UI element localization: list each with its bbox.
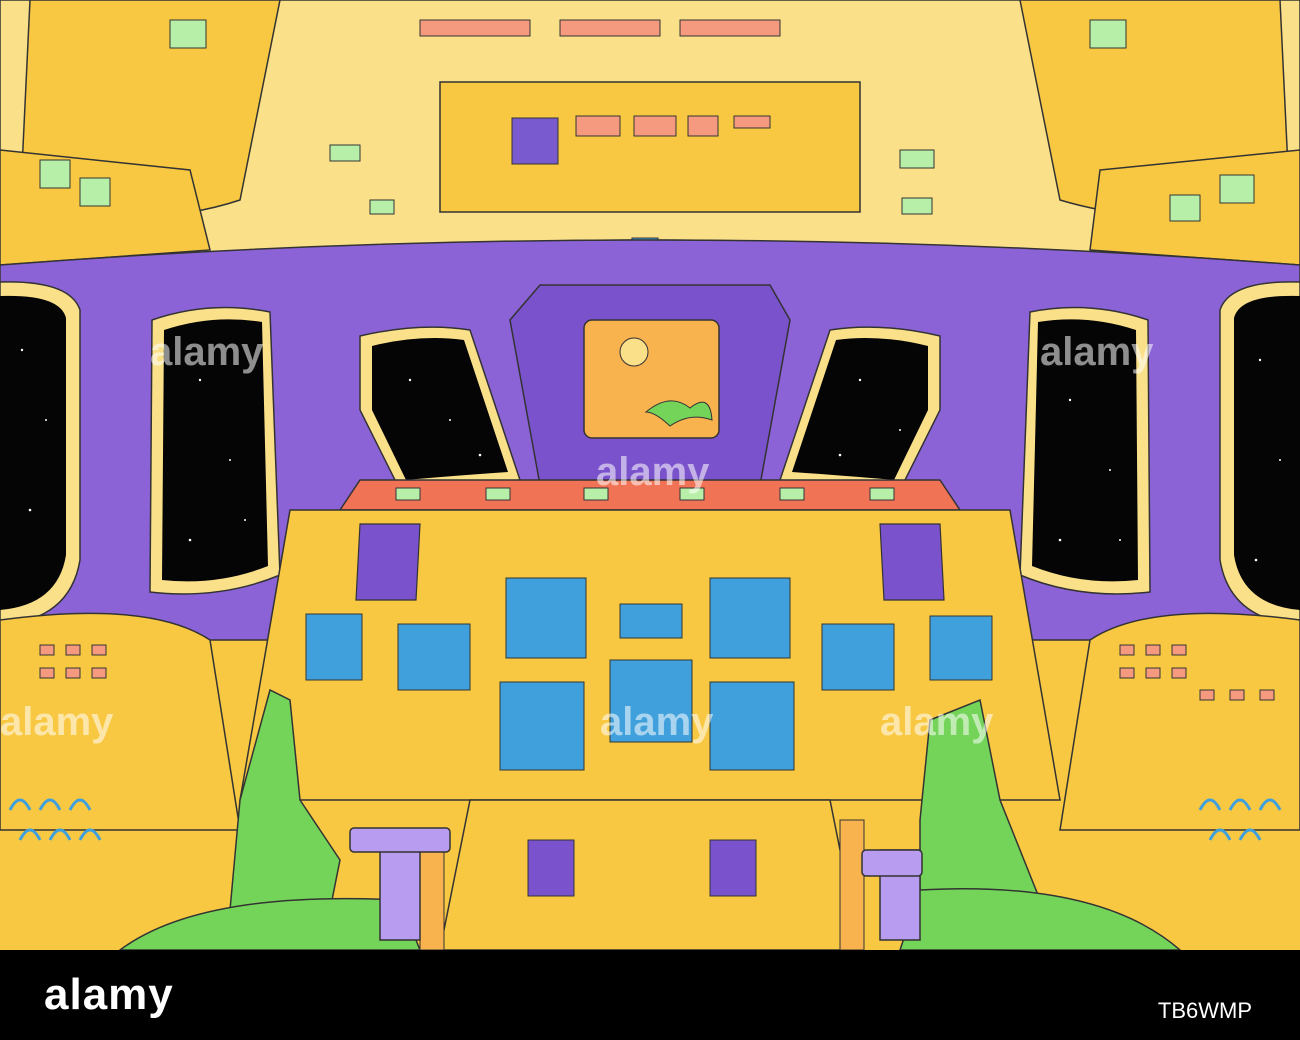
lower-grid-right [709,839,757,897]
side-purple-panels [355,523,945,601]
stars [20,348,1281,562]
left-side-console [0,612,241,831]
overhead-panel [439,81,861,213]
window-right [1019,306,1151,595]
side-console-buttons [39,644,1275,701]
window-center-right [778,326,941,491]
control-sticks [349,827,923,941]
screen-h [499,681,585,771]
screen-f [821,623,895,691]
screen-b [397,623,471,691]
glare-shield-lights [395,487,895,501]
stock-logo: alamy [44,970,174,1019]
main-instrument-panel [239,509,1061,801]
overhead-mint-lights [39,19,1255,222]
screen-d [619,603,683,639]
overhead-grid-screen [511,117,559,165]
glare-shield [338,479,962,511]
stock-image-id: TB6WMP [1157,998,1252,1023]
screen-j [709,681,795,771]
screen-c [505,577,587,659]
stock-footer-bar [0,950,1300,1040]
center-mustache-icon [644,400,713,427]
cockpit-illustration [0,0,1300,950]
pilot-seat-left [118,688,421,950]
screen-e [709,577,791,659]
lower-center-console [439,799,861,950]
screen-i [609,659,693,743]
pilot-seat-right [899,698,1182,950]
screen-a [305,613,363,681]
side-console-arches [8,798,1282,841]
overhead-salmon-lights [419,19,781,137]
lower-grid-left [527,839,575,897]
center-instrument-box [583,319,720,439]
window-far-right [1219,281,1300,626]
window-left [149,306,281,595]
screen-g [929,615,993,681]
window-far-left [0,281,81,626]
center-dial-icon [619,337,649,367]
